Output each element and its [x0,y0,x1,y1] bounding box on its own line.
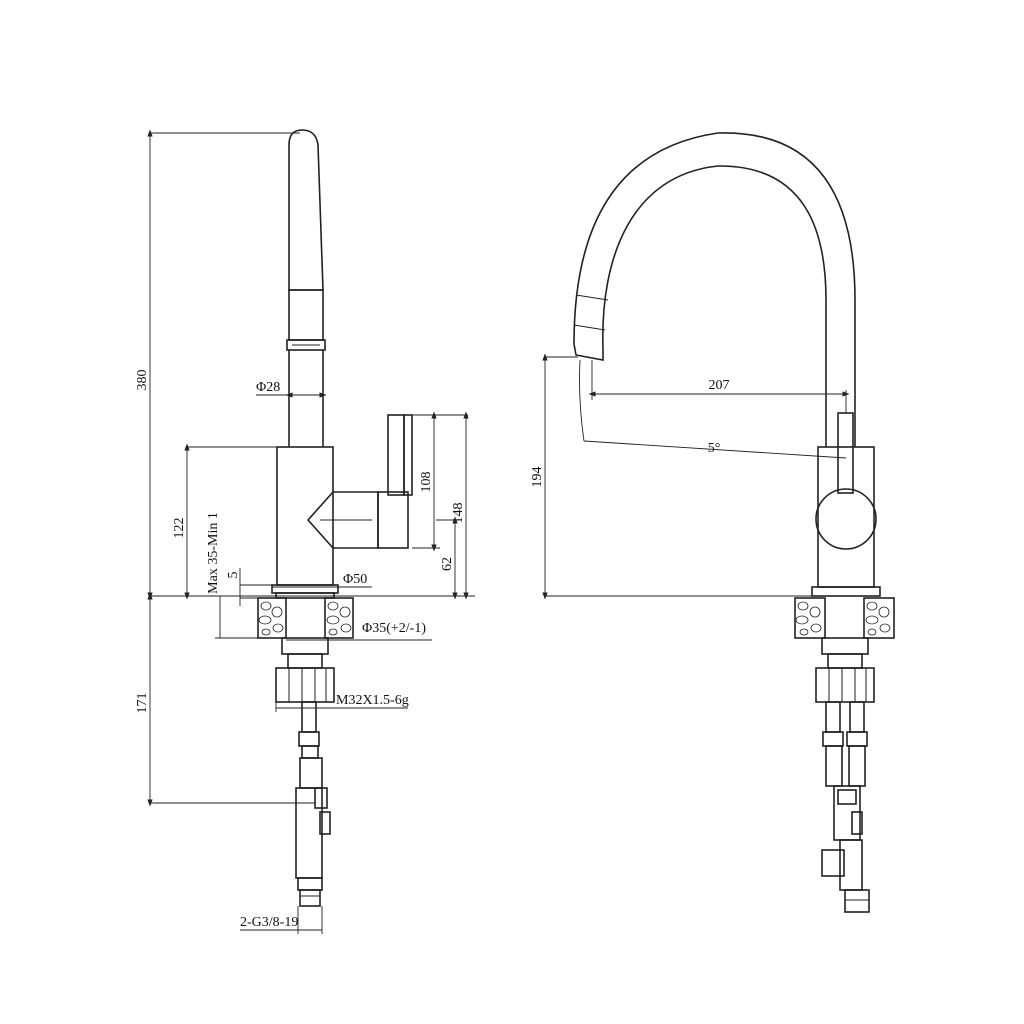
side-body [811,412,881,597]
side-view [573,132,895,913]
front-view [257,129,413,907]
dim-thread-spec: M32X1.5-6g [336,693,409,708]
dim-lower-length: 171 [135,693,150,714]
dim-side-height: 194 [530,467,545,488]
dim-upper-body-height: 122 [172,518,187,539]
side-mount-nut [815,637,875,703]
dim-hose-spec: 2-G3/8-19 [240,915,298,930]
dim-mounting-range: Max 35-Min 1 [206,512,221,594]
side-countertop [794,597,895,639]
dim-reach: 207 [709,378,730,393]
dim-lever-pivot-height: 62 [440,557,455,571]
side-dimensions: 194 207 5° [530,353,850,600]
front-mount-nut [275,637,335,703]
side-hoses [821,701,870,913]
front-hoses [295,701,331,907]
side-gooseneck [573,132,856,447]
front-lever [306,414,413,549]
front-spout [286,129,326,447]
dim-base-diameter: Φ50 [343,572,367,587]
dim-total-height: 380 [135,370,150,391]
dim-spout-angle: 5° [708,441,721,456]
front-countertop [257,597,354,639]
dim-hole-diameter: Φ35(+2/-1) [362,621,426,636]
dim-base-thickness: 5 [226,572,241,579]
dim-handle-height: 108 [419,472,434,493]
dim-spout-diameter: Φ28 [256,380,280,395]
front-dimensions: 380 122 Max 35-Min 1 5 171 Φ28 Φ50 Φ35(+… [135,129,475,934]
front-body [271,446,339,599]
